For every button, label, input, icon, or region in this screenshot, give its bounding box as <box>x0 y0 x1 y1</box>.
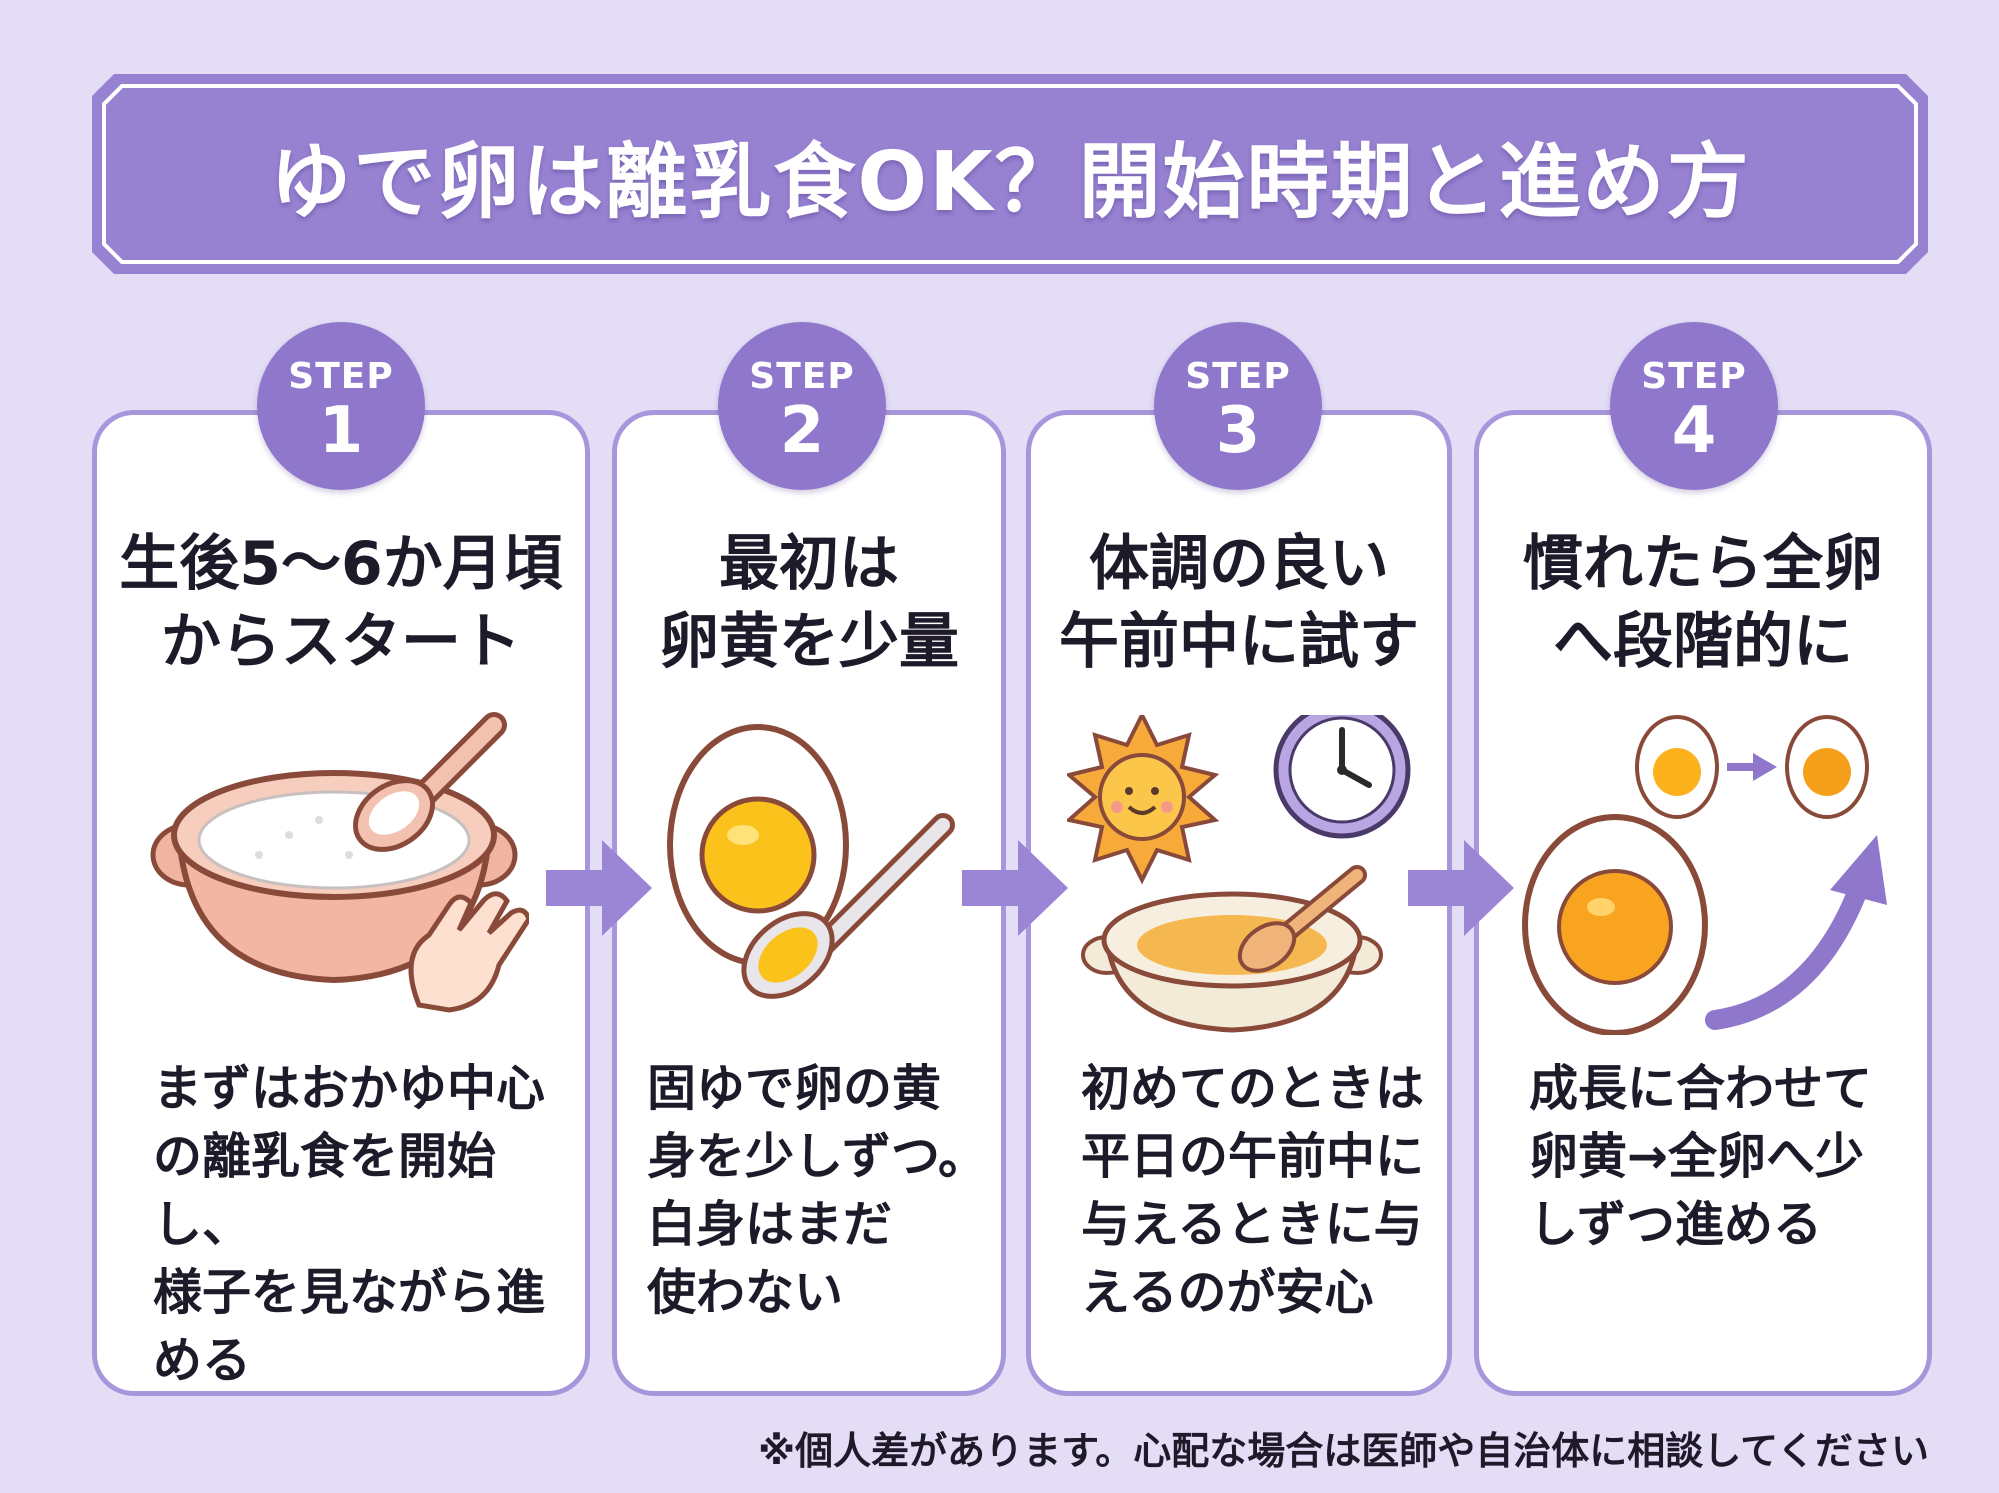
arrow-right-icon <box>962 840 1068 936</box>
small-whole-egg-icon <box>1785 715 1869 819</box>
step-1-label: STEP <box>288 356 394 397</box>
egg-yolk-spoon-icon <box>667 724 955 999</box>
step-4-number: 4 <box>1671 394 1717 468</box>
arrow-right-icon <box>546 840 652 936</box>
step-card-4: 慣れたら全卵 へ段階的に 成長に合わせて 卵黄→全卵へ少 しずつ進める <box>1474 410 1932 1396</box>
step-3-title: 体調の良い 午前中に試す <box>1059 529 1419 677</box>
step-4-description: 成長に合わせて 卵黄→全卵へ少 しずつ進める <box>1529 1060 1873 1253</box>
step-4-badge: STEP 4 <box>1610 322 1778 490</box>
step-3-number: 3 <box>1215 394 1261 468</box>
banner-frame <box>92 74 1928 274</box>
sun-clock-bowl-icon <box>1067 715 1411 1033</box>
step-4-label: STEP <box>1641 356 1747 397</box>
step-1-description: まずはおかゆ中心 の離乳食を開始し、 様子を見ながら進 める <box>153 1060 546 1389</box>
step-1-badge: STEP 1 <box>257 322 425 490</box>
rice-porridge-bowl-icon <box>150 712 529 1013</box>
step-2-title: 最初は 卵黄を少量 <box>659 529 959 677</box>
step-4-title: 慣れたら全卵 へ段階的に <box>1523 529 1883 677</box>
footnote: ※個人差があります。心配な場合は医師や自治体に相談してください <box>758 1429 1929 1473</box>
porridge-bowl-icon <box>1081 865 1383 1033</box>
step-2-description: 固ゆで卵の黄 身を少しずつ。 白身はまだ 使わない <box>647 1060 988 1321</box>
step-2-badge: STEP 2 <box>718 322 886 490</box>
step-3-description: 初めてのときは 平日の午前中に 与えるときに与 えるのが安心 <box>1081 1060 1425 1321</box>
step-3-label: STEP <box>1185 356 1291 397</box>
step-card-2: 最初は 卵黄を少量 固ゆで卵の黄 身を少しずつ。 白身はまだ 使わない <box>612 410 1006 1396</box>
step-1-title: 生後5〜6か月頃 からスタート <box>119 529 563 677</box>
step-2-label: STEP <box>749 356 855 397</box>
step-2-number: 2 <box>779 394 825 468</box>
step-1-number: 1 <box>318 394 364 468</box>
step-card-1: 生後5〜6か月頃 からスタート まずはおかゆ中心 の離乳食を開始し、 様子を見な… <box>92 410 590 1396</box>
step-card-3: 体調の良い 午前中に試す 初めてのときは 平日の午前中に 与えるときに与 <box>1026 410 1452 1396</box>
whole-egg-progress-icon <box>1522 715 1887 1035</box>
step-3-badge: STEP 3 <box>1154 322 1322 490</box>
clock-icon <box>1273 715 1411 839</box>
title-banner: ゆで卵は離乳食OK？開始時期と進め方 <box>92 74 1928 274</box>
arrow-right-icon <box>1408 840 1514 936</box>
page-title: ゆで卵は離乳食OK？開始時期と進め方 <box>269 134 1751 230</box>
sun-icon <box>1067 715 1220 885</box>
small-egg-yolk-icon <box>1635 715 1719 819</box>
